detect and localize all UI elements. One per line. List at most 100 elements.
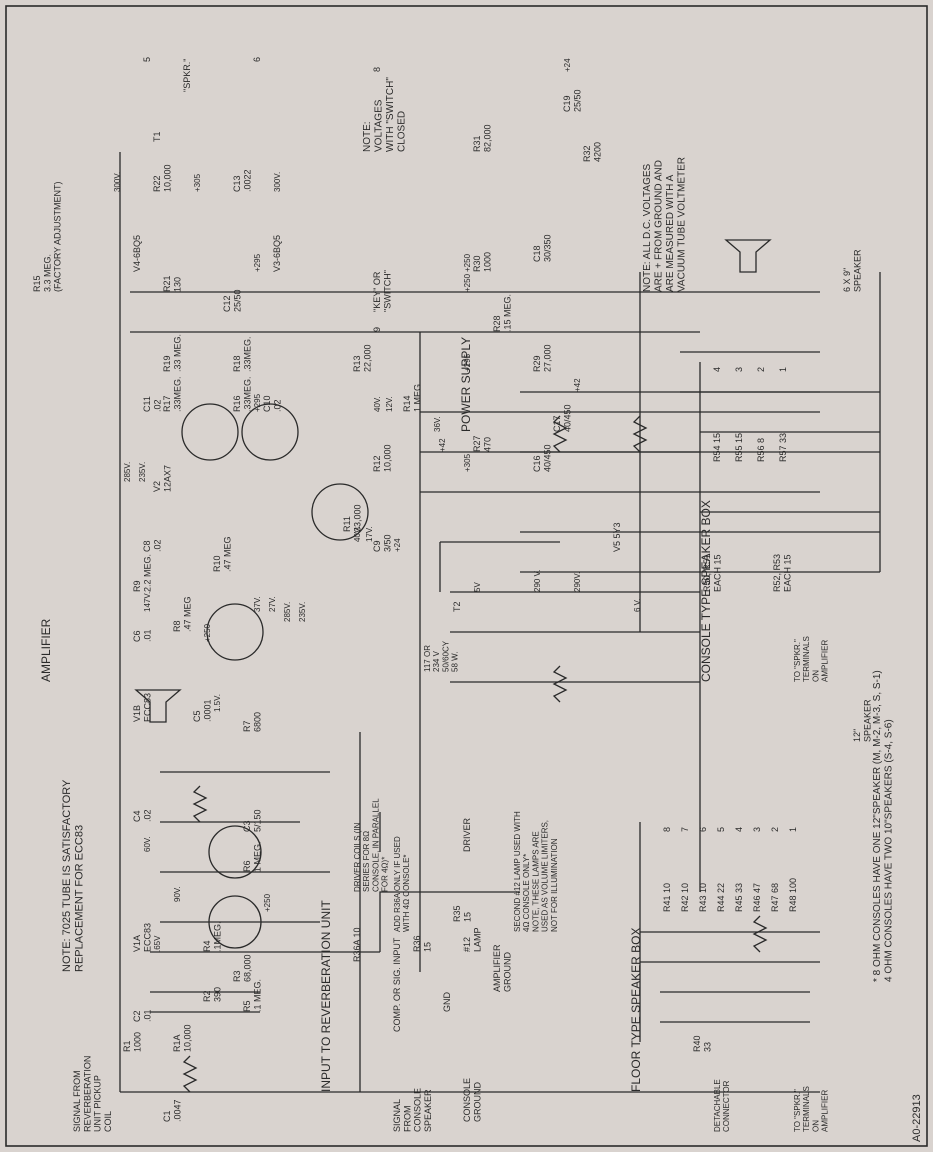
ohm-note-line-1: * 8 OHM CONSOLES HAVE ONE 12"SPEAKER (M,… bbox=[872, 670, 883, 982]
v1b-tube bbox=[208, 825, 262, 879]
r6-label-line-2: 1 MEG. bbox=[252, 841, 262, 872]
v-285-a: 285V. bbox=[123, 462, 132, 482]
floor-tap-2: 2 bbox=[770, 827, 780, 832]
border-frame bbox=[5, 5, 928, 1147]
floor-to-terminals-line-4: AMPLIFIER bbox=[821, 1090, 830, 1132]
key-switch-label-line-1: "KEY" OR bbox=[372, 271, 382, 312]
c9-label-line-1: C9 bbox=[372, 540, 382, 552]
floor-resistor-7: R47 68 bbox=[770, 883, 780, 912]
floor-tap-5: 5 bbox=[716, 827, 726, 832]
r7-label-line-1: R7 bbox=[242, 720, 252, 732]
c11-label-line-1: C11 bbox=[142, 396, 152, 412]
v3-tube bbox=[241, 403, 299, 461]
mains-label-line-1: 117 OR bbox=[423, 645, 432, 672]
terminal-5: 5 bbox=[142, 57, 152, 62]
r36-label-line-1: R36 bbox=[412, 935, 422, 952]
floor-tap-3: 3 bbox=[752, 827, 762, 832]
v-37: 37V. bbox=[253, 596, 262, 612]
main-signal-rail bbox=[119, 152, 820, 1093]
r36a-label: R36A 10 bbox=[352, 927, 362, 962]
console-tap-2: 2 bbox=[756, 367, 766, 372]
dc-voltage-note-line-4: VACUUM TUBE VOLTMETER bbox=[677, 157, 688, 292]
input-source-label-line-2: FROM bbox=[402, 1106, 412, 1133]
v4-tube bbox=[181, 403, 239, 461]
v-250-b: +250 bbox=[263, 893, 272, 912]
winding-290-a: 290 V. bbox=[533, 570, 542, 592]
input-unit-heading: INPUT TO REVERBERATION UNIT bbox=[319, 900, 333, 1092]
v1a-tube bbox=[208, 895, 262, 949]
v-305: +305 bbox=[193, 173, 202, 192]
console-ground-label-line-1: CONSOLE bbox=[462, 1078, 472, 1122]
r6-label-line-1: R6 bbox=[242, 860, 252, 872]
floor-resistor-4: R44 22 bbox=[716, 883, 726, 912]
r29-label-line-2: 27,000 bbox=[542, 344, 552, 372]
connector-label-line-1: DETACHABLE bbox=[713, 1079, 722, 1132]
v-42: +42 bbox=[438, 438, 447, 452]
v5-tube bbox=[311, 483, 369, 541]
preamp-lines bbox=[150, 771, 380, 1013]
mains-label-line-4: 58 W. bbox=[451, 652, 460, 672]
r3-label-line-1: R3 bbox=[232, 970, 242, 982]
r1a-label-line-2: 10,000 bbox=[182, 1024, 192, 1052]
v-12: 12V. bbox=[385, 396, 394, 412]
voltage-note-line-4: CLOSED bbox=[397, 111, 408, 152]
voltage-note-line-2: VOLTAGES bbox=[374, 99, 385, 152]
floor-box-heading: FLOOR TYPE SPEAKER BOX bbox=[629, 928, 643, 1093]
console-tap-1: 1 bbox=[778, 367, 788, 372]
c17-label-line-2: 40/450 bbox=[562, 404, 572, 432]
c16-label-line-2: 40/450 bbox=[542, 444, 552, 472]
r5-label-line-1: R5 bbox=[242, 1000, 252, 1012]
floor-to-terminals-line-3: ON bbox=[811, 1120, 820, 1132]
driver-label: DRIVER bbox=[462, 817, 472, 852]
floor-box-wiring bbox=[639, 822, 820, 1042]
rail-42: +42 bbox=[573, 378, 582, 392]
r9-label-line-1: R9 bbox=[132, 580, 142, 592]
input-unit-wiring bbox=[359, 732, 520, 1092]
r7-label-line-2: 6800 bbox=[252, 712, 262, 732]
dc-voltage-note-line-3: ARE MEASURED WITH A bbox=[665, 174, 676, 292]
console-resistor-4: R57 33 bbox=[778, 433, 788, 462]
console-tap-4: 4 bbox=[712, 367, 722, 372]
amp-input-label-line-1: SIGNAL FROM bbox=[72, 1070, 82, 1132]
amp-input-label-line-3: UNIT PICKUP bbox=[93, 1075, 103, 1132]
rail-24: +24 bbox=[563, 58, 572, 72]
rail-250: +250 bbox=[463, 253, 472, 272]
drawing-number: A0-22913 bbox=[911, 1094, 923, 1142]
r6-symbol bbox=[192, 785, 208, 823]
lamp-note-line-1: SECOND #12 LAMP USED WITH bbox=[513, 811, 522, 932]
connector-label-line-2: CONNECTOR bbox=[722, 1080, 731, 1132]
r31-label-line-1: R31 bbox=[472, 135, 482, 152]
r9-label-line-2: 2.2 MEG. bbox=[142, 554, 152, 592]
floor-speaker-label-line-2: SPEAKER bbox=[862, 699, 872, 742]
c2-label-line-1: C2 bbox=[132, 1010, 142, 1022]
terminal-8: 8 bbox=[372, 67, 382, 72]
c3-label-line-2: 5/150 bbox=[252, 809, 262, 832]
v-90: 90V. bbox=[173, 886, 182, 902]
r14-label-line-1: R14 bbox=[402, 395, 412, 412]
r15-label-line-3: (FACTORY ADJUSTMENT) bbox=[53, 181, 63, 292]
c16-label-line-1: C16 bbox=[532, 455, 542, 472]
driver-stage-lines bbox=[450, 591, 700, 683]
c2-label-line-2: .01 bbox=[142, 1009, 152, 1022]
v1b-label-line-1: V1B bbox=[132, 705, 142, 722]
r29-label-line-1: R29 bbox=[532, 355, 542, 372]
lamp-note-line-4: USED AS VOLUME LIMITERS, bbox=[541, 820, 550, 932]
c6-label-line-1: C6 bbox=[132, 630, 142, 642]
r17-label-line-2: .33MEG. bbox=[172, 376, 182, 412]
lamp-label-line-2: LAMP bbox=[472, 927, 482, 952]
v-147: 147V. bbox=[143, 592, 152, 612]
r5-label-line-2: .1 MEG. bbox=[252, 979, 262, 1012]
r50-label-line-2: EACH 15 bbox=[712, 554, 722, 592]
amp-input-label-line-4: COIL bbox=[103, 1111, 113, 1132]
c4-label-line-1: C4 bbox=[132, 810, 142, 822]
c1-label-line-1: C1 bbox=[162, 1110, 172, 1122]
tube-symbols bbox=[181, 403, 369, 949]
rail-305: +305 bbox=[463, 453, 472, 472]
c17-label-line-1: C17 bbox=[552, 415, 562, 432]
v-235-b: 235V. bbox=[298, 602, 307, 622]
comp-input-label: COMP. OR SIG. INPUT bbox=[392, 937, 402, 1032]
r28-label-line-2: .15 MEG. bbox=[502, 294, 512, 332]
